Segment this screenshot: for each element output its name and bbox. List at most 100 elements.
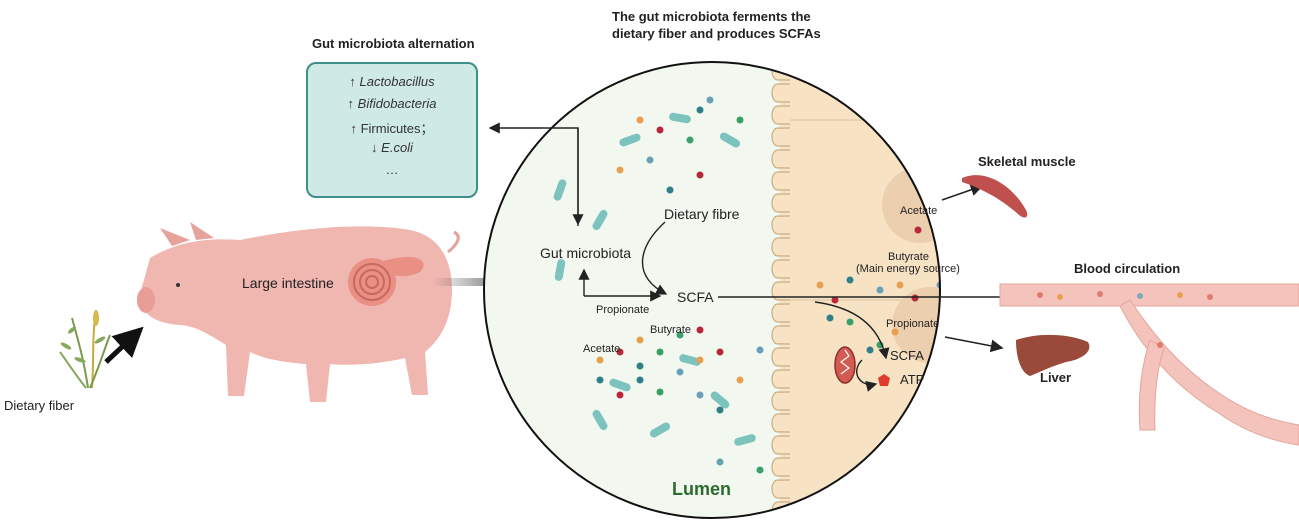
scfa-particle [646,156,654,164]
alternation-item: ↑ Lactobacillus [308,74,476,89]
bacterium-icon [734,434,756,446]
scfa-particle [616,348,624,356]
scfa-particle [676,368,684,376]
scfa-particle [736,376,744,384]
scfa-particle [826,314,834,322]
scfa-particle [596,376,604,384]
alternation-arrow: ↑ [347,96,358,111]
pig-illustration [137,222,460,402]
bacteria-group [553,112,756,446]
acetate-to-muscle-arrow [941,183,984,201]
scfa-particle [816,281,824,289]
alternation-arrow: ↓ [371,140,382,155]
liver-cell-nucleus [892,287,940,363]
scfa-particle [896,281,904,289]
dietary-fibre-label: Dietary fibre [664,206,740,222]
bacterium-icon [669,112,691,124]
dietary-fiber-plant-icon [59,309,111,389]
acetate-lumen-label: Acetate [583,343,621,355]
bacterium-icon [609,378,631,392]
fiber-to-pig-arrow [104,326,144,364]
scfa-particle [716,348,724,356]
fermentation-title: The gut microbiota ferments the dietary … [612,8,821,42]
scfa-particle [616,166,624,174]
bacterium-icon [679,354,701,366]
alternation-text: Lactobacillus [359,74,435,89]
scfa-particle [596,356,604,364]
scfa-particle [696,326,704,334]
fermentation-title-line2: dietary fiber and produces SCFAs [612,26,821,41]
butyrate-cell-label: Butyrate [888,251,929,263]
scfa-particle [846,276,854,284]
propionate-to-liver-arrow [944,336,1004,353]
scfa-particle [616,391,624,399]
alternation-item: ↑ Firmicutes； [308,118,476,137]
bacterium-icon [619,133,641,147]
scfa-particle [696,391,704,399]
gut-microbiota-label: Gut microbiota [540,245,632,261]
lumen-label: Lumen [672,479,732,499]
liver-label: Liver [1040,370,1072,385]
alternation-text: … [385,162,399,177]
scfa-particle [636,116,644,124]
propionate-cell-label: Propionate [886,318,940,330]
skeletal-muscle-icon [962,175,1028,218]
epithelium-layer [780,62,940,518]
microbiota-alternation-box: ↑ Lactobacillus↑ Bifidobacteria↑ Firmicu… [306,62,478,198]
alternation-arrow: ↑ [350,121,361,136]
scfa-particle [831,296,839,304]
main-energy-label: (Main energy source) [856,263,960,275]
alternation-text: Bifidobacteria [357,96,437,111]
scfa-particle [716,458,724,466]
scfa-particle [696,106,704,114]
villi-border [771,62,790,518]
atp-pentagon-icon [878,374,890,386]
large-intestine-label: Large intestine [242,275,334,291]
bacterium-icon [710,391,730,409]
bacterium-icon [592,409,608,431]
scfa-label: SCFA [677,289,714,305]
bacterium-icon [554,259,566,281]
alternation-item: ↓ E.coli [308,140,476,155]
scfa-particle [736,116,744,124]
scfa-particle [656,348,664,356]
scfa-particle [676,331,684,339]
propionate-lumen-label: Propionate [596,304,650,316]
alternation-text: E.coli [381,140,413,155]
scfa-particle [891,328,899,336]
fibre-to-scfa-arrow [641,221,668,295]
bacterium-icon [649,422,671,438]
scfa-particle [756,466,764,474]
blood-circulation-label: Blood circulation [1074,261,1181,276]
atp-label: ATP [900,372,925,387]
scfa-particle [716,406,724,414]
bacterium-icon [592,209,608,231]
scfa-particle [846,318,854,326]
scfa-particle [656,388,664,396]
scfa-particle [756,346,764,354]
scfa-particle [911,294,919,302]
dietary-fiber-label: Dietary fiber [4,398,75,413]
scfa-particle [636,336,644,344]
scfa-particle [636,376,644,384]
skeletal-muscle-label: Skeletal muscle [978,154,1076,169]
bacterium-icon [719,132,741,148]
scfa-particle [696,171,704,179]
liver-icon [1016,334,1090,376]
scfa-particle [866,346,874,354]
scfa-particles [596,96,940,474]
alternation-item: ↑ Bifidobacteria [308,96,476,111]
scfa-particle [706,96,714,104]
scfa-particle [696,356,704,364]
scfa-particle [666,186,674,194]
alternation-item: … [308,162,476,177]
scfa-cell-label: SCFA [890,348,924,363]
scfa-particle [636,362,644,370]
scfa-particle [656,126,664,134]
scfa-particle [686,136,694,144]
acetate-cell-label: Acetate [900,205,938,217]
alternation-text: Firmicutes； [360,121,434,136]
scfa-particle [876,286,884,294]
fermentation-title-line1: The gut microbiota ferments the [612,9,811,24]
